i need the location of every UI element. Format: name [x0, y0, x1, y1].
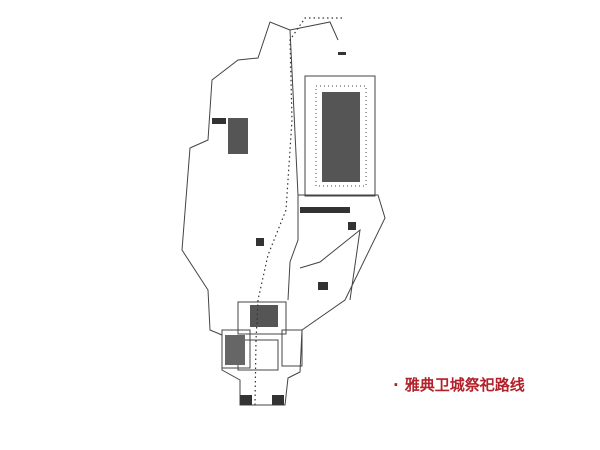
- caption-bullet: ·: [393, 376, 399, 394]
- procession-route: [254, 17, 345, 406]
- diagram-caption: · 雅典卫城祭祀路线: [393, 374, 525, 395]
- parthenon-outline: [304, 75, 376, 197]
- caption-text: 雅典卫城祭祀路线: [404, 376, 525, 394]
- site-boundary: [181, 21, 386, 406]
